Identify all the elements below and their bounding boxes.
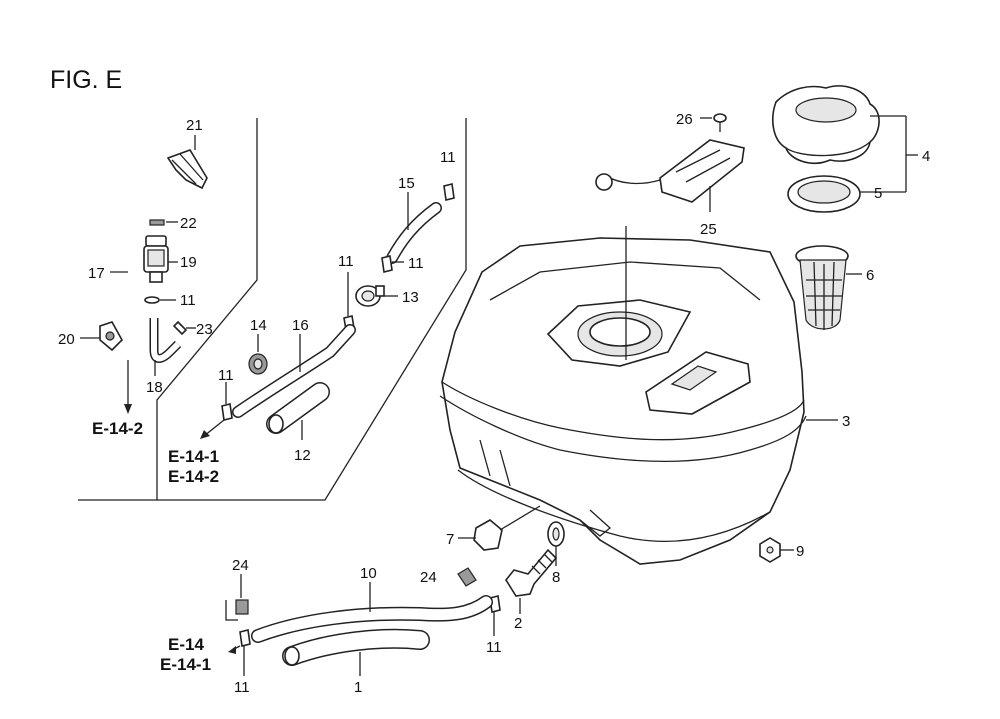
part-21-hose-clamp [166,149,208,190]
label-part-4: 4 [922,148,930,165]
label-part-5: 5 [874,185,882,202]
part-23-clip [172,320,188,336]
part-13-fuel-valve [355,285,385,307]
part-9-nut [759,537,781,563]
part-3-fuel-tank [439,237,807,565]
part-19-fuel-filter [143,235,169,283]
label-part-11-joint: 11 [486,639,502,656]
label-part-22: 22 [180,215,197,232]
part-11-clip-bottom [221,403,233,421]
ref-e-14-2-left: E-14-2 [92,419,143,438]
part-22-clip [149,219,165,226]
label-part-11-hose-end: 11 [234,679,250,696]
label-part-19: 19 [180,254,197,271]
label-part-24-mid: 24 [420,569,437,586]
label-part-9: 9 [796,543,804,560]
part-10-fuel-hose [251,595,493,643]
label-part-12: 12 [294,447,311,464]
part-1-protector-tube [282,628,430,666]
part-15-hose [386,202,442,264]
part-11-clip-mid [381,255,393,273]
part-25-tank-label-tag [595,139,745,203]
label-part-16: 16 [292,317,309,334]
label-part-11-valve-a: 11 [338,253,354,270]
part-24-clip-mid [457,567,477,587]
part-16-hose [232,324,356,418]
label-part-3: 3 [842,413,850,430]
part-11-clip-hose-end [239,629,251,647]
label-part-10: 10 [360,565,377,582]
part-24-clip-left [235,599,249,615]
label-part-11-valve-b: 11 [408,255,424,272]
part-4-tank-cap [772,85,880,164]
label-part-11-left: 11 [180,292,196,309]
label-part-11-top: 11 [440,149,456,166]
part-17-fuel-hose [123,172,159,361]
label-part-2: 2 [514,615,522,632]
label-part-7: 7 [446,531,454,548]
ref-e-14-2-mid: E-14-2 [168,467,219,486]
part-12-protector-tube [266,382,330,434]
label-part-11-bottom: 11 [218,367,234,384]
label-part-13: 13 [402,289,419,306]
part-18-elbow-hose [149,318,182,363]
ref-e-14-1-bottom: E-14-1 [160,655,211,674]
label-part-26: 26 [676,111,693,128]
label-part-20: 20 [58,331,75,348]
ref-e-14-1-mid: E-14-1 [168,447,219,466]
part-8-washer [547,521,565,547]
label-part-23: 23 [196,321,213,338]
label-part-1: 1 [354,679,362,696]
label-part-14: 14 [250,317,267,334]
label-part-21: 21 [186,117,203,134]
part-11-clip-top [443,183,455,201]
label-part-17: 17 [88,265,105,282]
label-part-18: 18 [146,379,163,396]
part-26-screw [713,113,727,132]
ref-e-14-bottom: E-14 [168,635,204,654]
label-part-15: 15 [398,175,415,192]
label-part-8: 8 [552,569,560,586]
part-20-hose-clamp [99,321,123,352]
part-11-clip-left [144,296,160,304]
figure-title: FIG. E [50,66,122,94]
part-2-fuel-joint [505,548,558,597]
middle-panel-border [157,118,467,501]
part-5-cap-gasket [787,175,861,213]
part-6-fuel-strainer [795,245,849,330]
part-14-clip [248,353,268,375]
label-part-6: 6 [866,267,874,284]
left-panel-border [78,118,258,501]
label-part-25: 25 [700,221,717,238]
part-7-bolt [473,505,541,551]
label-part-24-left: 24 [232,557,249,574]
